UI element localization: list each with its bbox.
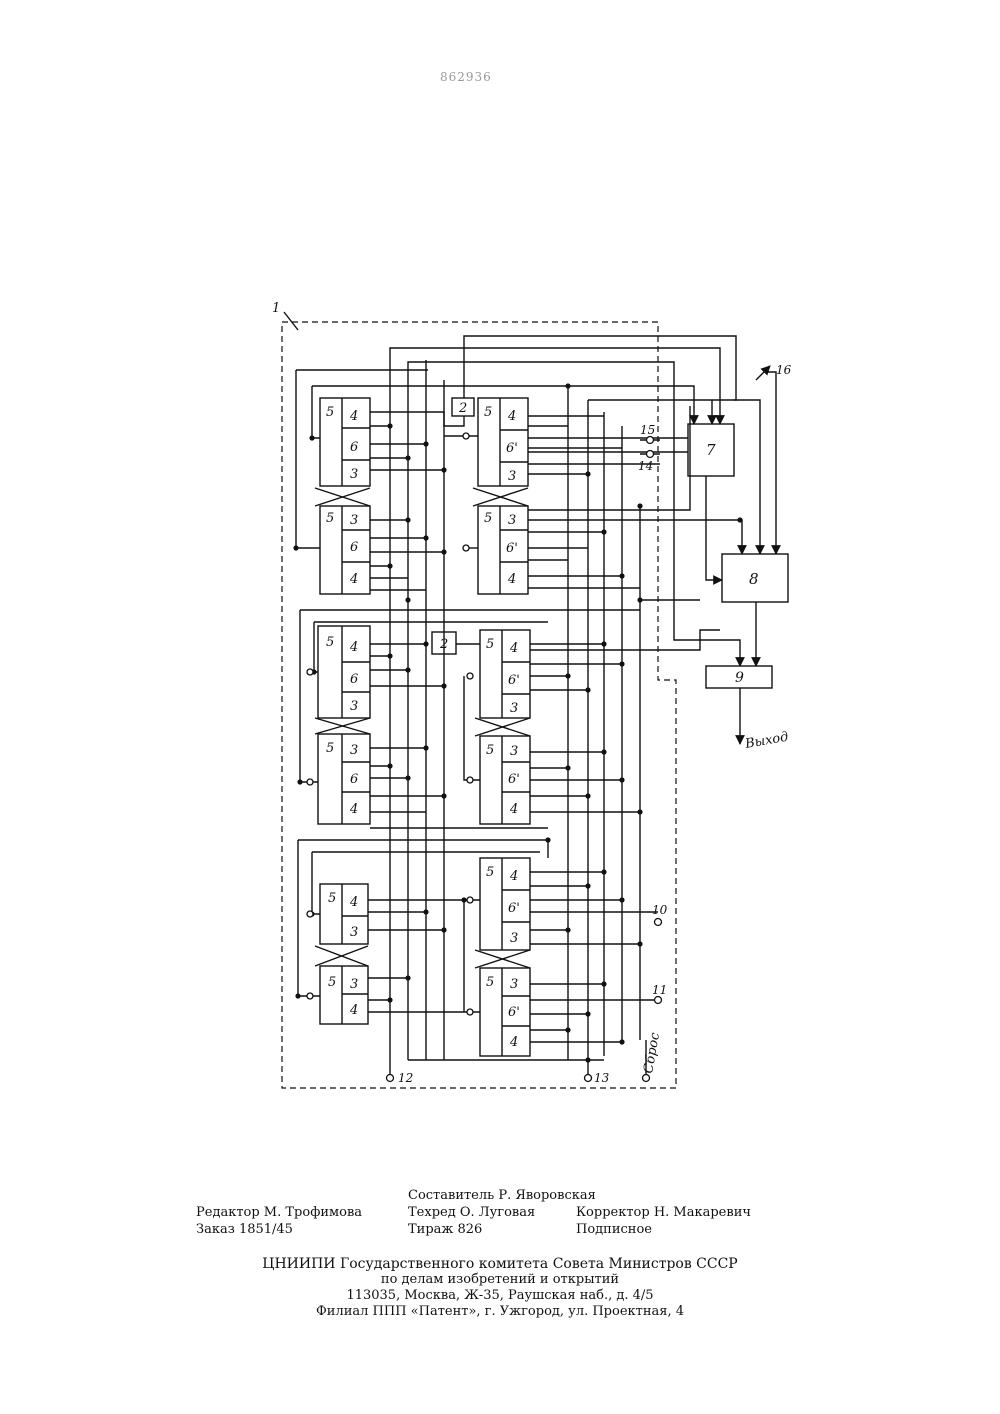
label-3: 3 [350,513,358,528]
unit-1-outline [282,322,676,1088]
label-6: 6 [350,540,358,555]
label-gate-2: 2 [458,401,467,416]
label-3: 3 [510,931,518,946]
label-3: 3 [510,701,518,716]
unit-1-leader [284,312,298,330]
label-output: Выход [743,730,789,753]
label-5: 5 [326,511,334,526]
label-5: 5 [486,637,494,652]
label-5: 5 [484,511,492,526]
label-3: 3 [350,925,358,940]
label-5: 5 [328,975,336,990]
label-5: 5 [486,865,494,880]
label-terminal-11: 11 [652,983,667,997]
footer-org-line-2: по делам изобретений и открытий [0,1272,1000,1287]
label-3: 3 [510,977,518,992]
cross-coupling [315,488,530,968]
label-6: 6 [350,772,358,787]
label-4: 4 [349,572,358,587]
label-reset: Сброс [641,1031,663,1075]
label-3: 3 [508,469,516,484]
label-3: 3 [510,744,518,759]
label-4: 4 [509,1035,518,1050]
label-4: 4 [509,802,518,817]
label-6: 6 [350,440,358,455]
label-5: 5 [326,635,334,650]
label-block-7: 7 [706,441,716,459]
label-6-prime: 6' [506,541,518,556]
label-unit-1: 1 [272,301,280,316]
label-terminal-12: 12 [398,1071,413,1085]
label-5: 5 [328,891,336,906]
label-4: 4 [349,640,358,655]
footer-techred: Техред О. Луговая [408,1205,535,1220]
footer-subscription: Подписное [576,1222,652,1237]
junction-dots [293,383,742,1062]
label-4: 4 [509,869,518,884]
label-terminal-15: 15 [640,423,655,437]
footer-org-line-1: ЦНИИПИ Государственного комитета Совета … [0,1256,1000,1272]
label-terminal-14: 14 [638,459,653,473]
label-3: 3 [350,699,358,714]
label-5: 5 [326,741,334,756]
label-terminal-16: 16 [776,363,792,377]
label-3: 3 [350,467,358,482]
footer-circulation: Тираж 826 [408,1222,482,1237]
label-terminal-13: 13 [594,1071,610,1085]
label-5: 5 [486,743,494,758]
label-terminal-10: 10 [652,903,668,917]
footer-corrector: Корректор Н. Макаревич [576,1205,751,1220]
label-5: 5 [484,405,492,420]
label-block-9: 9 [735,670,744,686]
label-5: 5 [486,975,494,990]
label-6-prime: 6' [508,901,520,916]
footer-org-line-3: 113035, Москва, Ж-35, Раушская наб., д. … [0,1288,1000,1303]
label-6-prime: 6' [508,772,520,787]
footer-composer: Составитель Р. Яворовская [408,1188,596,1203]
label-5: 5 [326,405,334,420]
label-4: 4 [507,572,516,587]
label-3: 3 [508,513,516,528]
label-4: 4 [509,641,518,656]
label-4: 4 [349,1003,358,1018]
label-6-prime: 6' [506,441,518,456]
label-6-prime: 6' [508,1005,520,1020]
label-4: 4 [349,409,358,424]
footer-org-line-4: Филиал ППП «Патент», г. Ужгород, ул. Про… [0,1304,1000,1319]
label-4: 4 [349,895,358,910]
label-block-8: 8 [749,570,759,588]
label-3: 3 [350,977,358,992]
label-6: 6 [350,672,358,687]
label-4: 4 [507,409,516,424]
label-6-prime: 6' [508,673,520,688]
label-gate-2: 2 [439,637,448,652]
label-3: 3 [350,743,358,758]
footer-order: Заказ 1851/45 [196,1222,293,1237]
label-4: 4 [349,802,358,817]
footer-editor: Редактор М. Трофимова [196,1205,362,1220]
